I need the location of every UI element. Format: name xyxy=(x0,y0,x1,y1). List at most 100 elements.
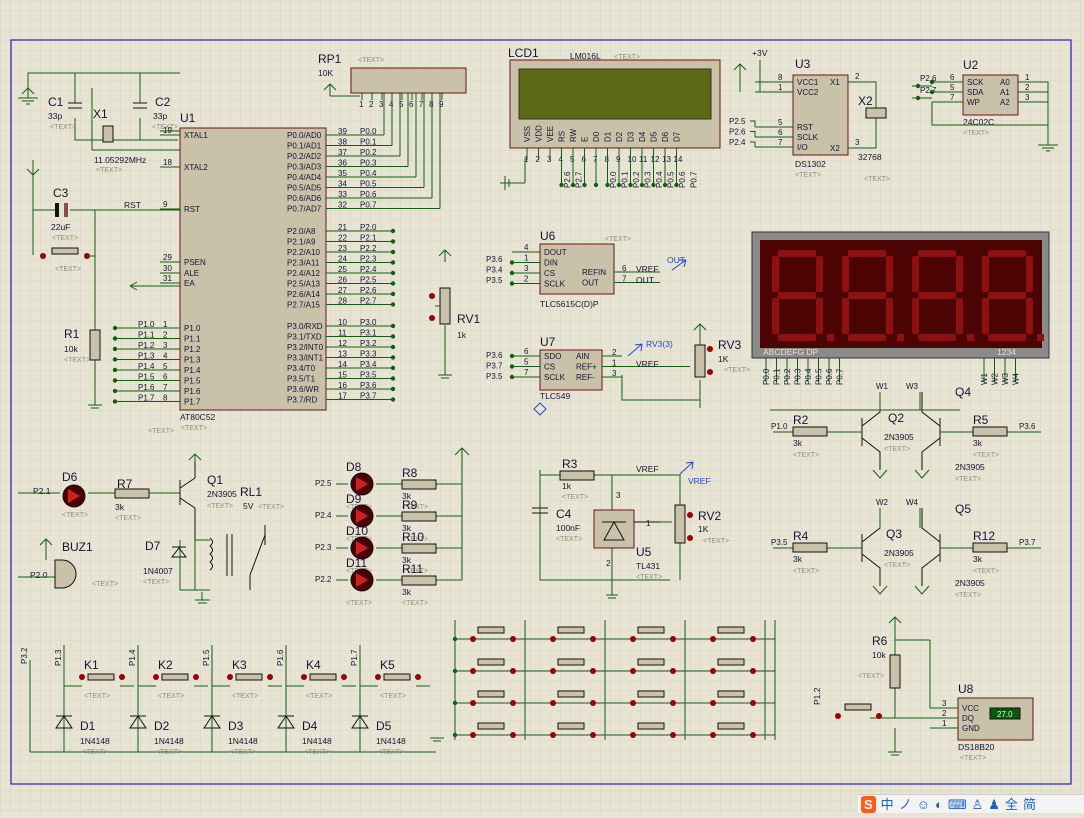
matrix-key[interactable] xyxy=(557,626,585,634)
u1-port-net: P0.2 xyxy=(360,148,377,157)
display-seg-net: P0.2 xyxy=(783,368,792,385)
ime-skin-icon[interactable]: ♟ xyxy=(988,796,1000,812)
led-placeholder: <TEXT> xyxy=(346,600,372,607)
display-seg-net: P0.4 xyxy=(804,368,813,385)
u1-p1-net: P1.3 xyxy=(138,352,155,361)
push-key[interactable] xyxy=(235,673,263,681)
key-matrix[interactable] xyxy=(452,620,776,740)
u2-pin-number: 7 xyxy=(950,93,955,102)
u7-pin-name: REF+ xyxy=(576,363,597,372)
u1-text-placeholder: <TEXT> xyxy=(181,425,207,432)
segment xyxy=(816,298,823,334)
display-digit-label: 1234 xyxy=(997,347,1016,357)
u2-pin-name: A0 xyxy=(1000,78,1010,87)
u6-vref-net: VREF xyxy=(636,264,659,274)
segment xyxy=(778,250,816,257)
led-resistor-placeholder: <TEXT> xyxy=(402,600,428,607)
u1-port-net: P2.0 xyxy=(360,223,377,232)
led-resistor-placeholder: <TEXT> xyxy=(402,568,428,575)
matrix-key[interactable] xyxy=(717,626,745,634)
svg-text:2: 2 xyxy=(606,559,611,568)
u3-ref: U3 xyxy=(795,57,811,71)
relay-circuit[interactable]: P2.1 D6 <TEXT> R7 3k <TEXT> Q1 2N3905 <T… xyxy=(18,453,284,604)
u1-pin-name: P3.5/T1 xyxy=(287,375,316,384)
u2-pin-number: 5 xyxy=(950,83,955,92)
matrix-key[interactable] xyxy=(477,690,505,698)
ime-chinese-mode-button[interactable]: 中 xyxy=(880,796,894,812)
matrix-key[interactable] xyxy=(557,690,585,698)
u3-pin-number: 7 xyxy=(778,138,783,147)
matrix-key[interactable] xyxy=(477,658,505,666)
push-key[interactable] xyxy=(383,673,411,681)
ime-simplified-button[interactable]: 简 xyxy=(1022,796,1036,812)
diode-placeholder: <TEXT> xyxy=(378,749,404,756)
u7-pin-number: 5 xyxy=(524,358,529,367)
rv3-potentiometer[interactable]: RV3 1K <TEXT> xyxy=(693,323,750,378)
matrix-key[interactable] xyxy=(637,626,665,634)
led-array[interactable]: P2.5D8R83k<TEXT><TEXT>P2.4D9R93k<TEXT><T… xyxy=(315,447,470,607)
u1-port-net: P2.1 xyxy=(360,234,377,243)
matrix-key[interactable] xyxy=(717,690,745,698)
ime-user-icon[interactable]: ♙ xyxy=(971,796,984,812)
key-placeholder: <TEXT> xyxy=(84,693,110,700)
u1-pin-number: 24 xyxy=(338,255,347,264)
u1-pin-number: 15 xyxy=(338,371,347,380)
rl1-text-placeholder: <TEXT> xyxy=(258,504,284,511)
push-key[interactable] xyxy=(161,673,189,681)
push-key[interactable] xyxy=(309,673,337,681)
ime-logo-icon[interactable]: S xyxy=(861,795,876,813)
matrix-key[interactable] xyxy=(477,722,505,730)
u1-pin-name: P0.3/AD3 xyxy=(287,163,322,172)
ime-punctuation-icon[interactable]: ノ xyxy=(898,796,912,812)
u3-net: P2.6 xyxy=(729,128,746,137)
rv3-ref: RV3 xyxy=(718,338,741,352)
ime-fullwidth-button[interactable]: 全 xyxy=(1004,796,1018,812)
c3-value: 22uF xyxy=(51,222,70,232)
u2-eeprom[interactable]: U2 24C02C <TEXT> 6SCK5SDA7WPA01A12A23P2.… xyxy=(912,58,1058,152)
matrix-key[interactable] xyxy=(637,690,665,698)
matrix-key[interactable] xyxy=(557,658,585,666)
u3-pin-name: X2 xyxy=(830,144,840,153)
rp1-ref: RP1 xyxy=(318,52,342,66)
push-key[interactable] xyxy=(87,673,115,681)
u2-pin-name: SCK xyxy=(967,78,984,87)
u1-pin-number: 8 xyxy=(163,394,168,403)
lcd1-display[interactable]: LCD1 LM016L <TEXT> VSS1VDD2VEE3RS4RW5E6D… xyxy=(500,46,721,190)
u3-pin-number: 1 xyxy=(778,83,783,92)
driver-w-label: W3 xyxy=(906,382,919,391)
u7-net: P3.5 xyxy=(486,372,503,381)
matrix-key[interactable] xyxy=(717,658,745,666)
u1-pin-name: P3.7/RD xyxy=(287,396,317,405)
matrix-key[interactable] xyxy=(637,658,665,666)
u1-p1-net: P1.4 xyxy=(138,362,155,371)
ime-voice-icon[interactable]: ◐ xyxy=(934,796,943,812)
ime-keyboard-icon[interactable]: ⌨ xyxy=(947,796,967,812)
u3-rtc[interactable]: U3 +3V DS1302 <TEXT> 8VCC11VCC25RST6SCLK… xyxy=(729,48,890,183)
ime-toolbar[interactable]: S 中 ノ ☺ ◐ ⌨ ♙ ♟ 全 简 xyxy=(858,794,1084,813)
u6-dac[interactable]: U6 TLC5615C(D)P <TEXT> 4DOUT1DIN3CS2SCLK… xyxy=(486,229,687,309)
matrix-key[interactable] xyxy=(557,722,585,730)
voltage-reference[interactable]: R3 1k <TEXT> C4 100nF <TEXT> U5 TL431 <T… xyxy=(532,457,729,599)
u7-pin-name: REF- xyxy=(576,373,595,382)
junction-dot xyxy=(509,270,515,276)
junction-dot xyxy=(509,353,515,359)
driver-resistor-value: 3k xyxy=(793,438,803,448)
u1-microcontroller[interactable]: U1 AT80C52 <TEXT> <TEXT> RST 19XTAL118XT… xyxy=(112,93,441,435)
r6-value: 10k xyxy=(872,650,886,660)
ime-emoji-icon[interactable]: ☺ xyxy=(916,796,930,812)
rv1-potentiometer[interactable]: RV1 1k xyxy=(429,249,480,379)
crystal-circuit[interactable]: C1 33p <TEXT> C2 33p <TEXT> X1 11.05292M… xyxy=(18,72,180,409)
matrix-key[interactable] xyxy=(637,722,665,730)
driver-resistor xyxy=(792,542,828,553)
diode-ref: D3 xyxy=(228,719,244,733)
matrix-key[interactable] xyxy=(717,722,745,730)
matrix-key[interactable] xyxy=(477,626,505,634)
junction-dot xyxy=(570,182,576,188)
